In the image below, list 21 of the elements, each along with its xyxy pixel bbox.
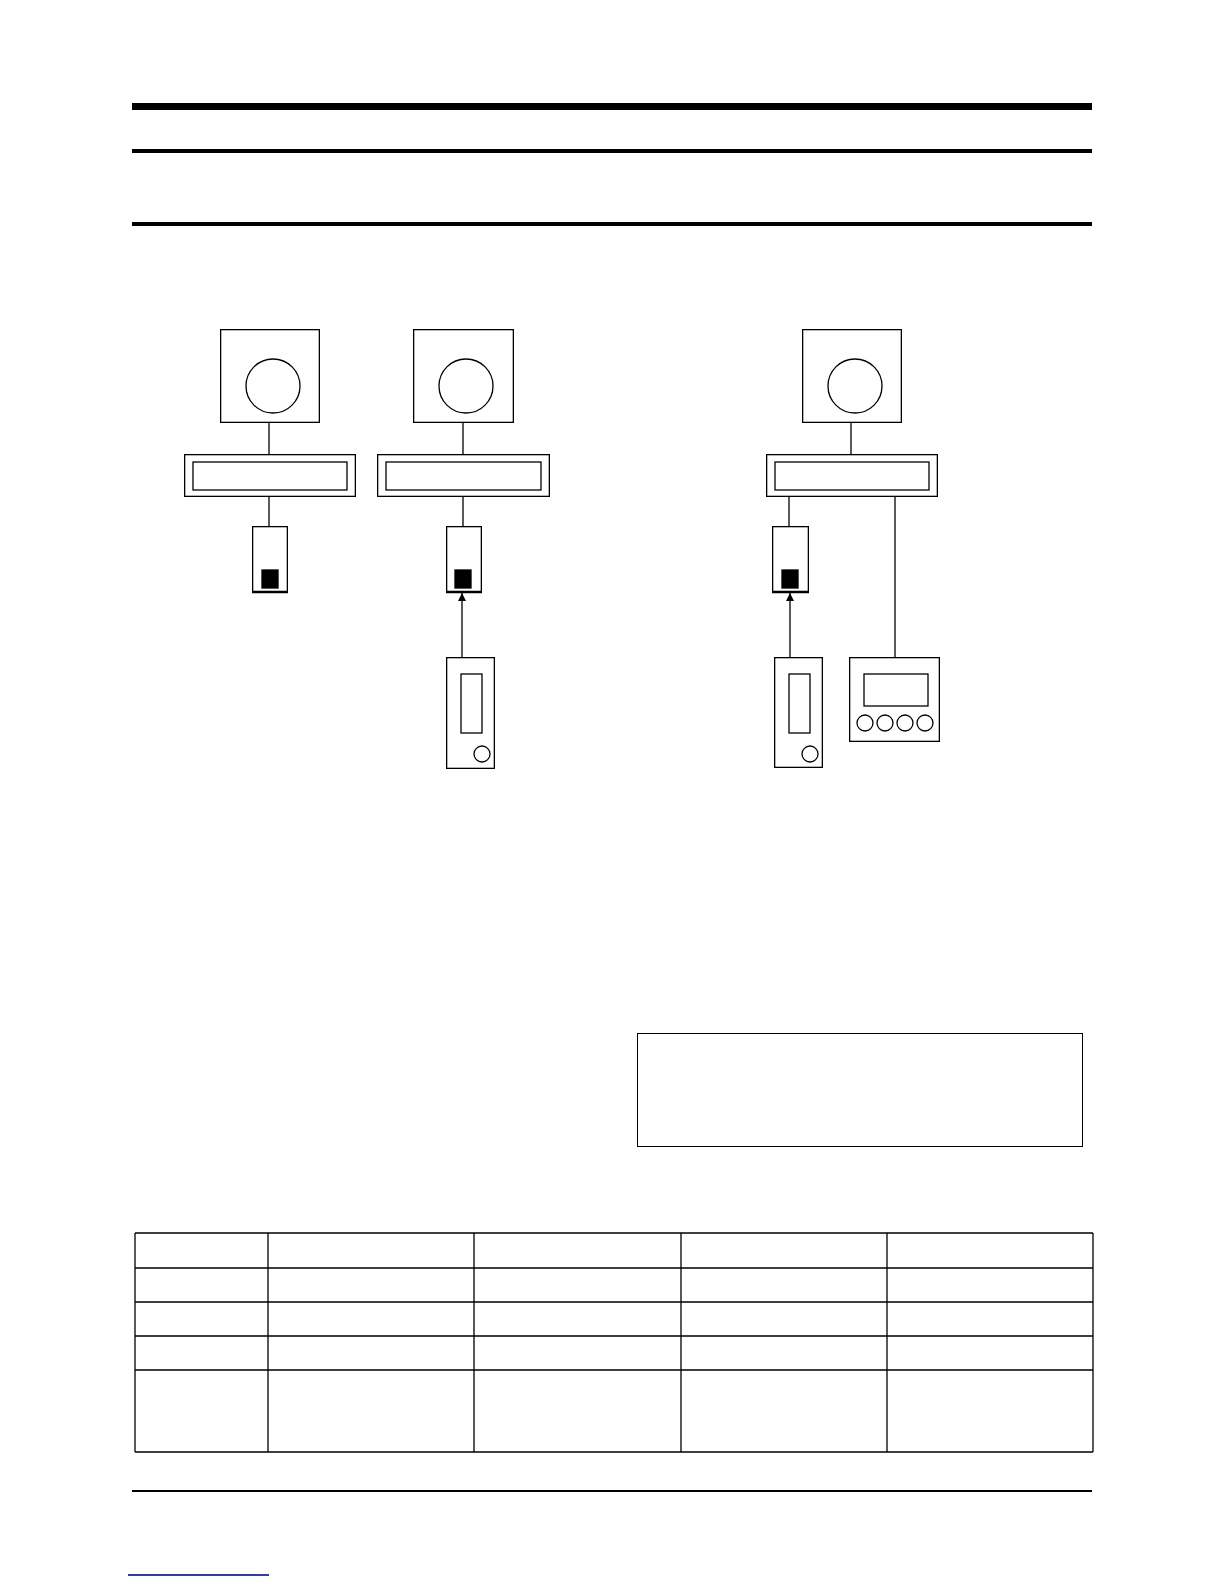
connector-line [850, 422, 852, 455]
connector-line [462, 422, 464, 455]
unit-drawing [413, 329, 514, 423]
remote-control-drawing [446, 657, 495, 769]
control-board-drawing [377, 454, 550, 497]
unit-drawing [802, 329, 902, 423]
remote-control-drawing [774, 657, 823, 768]
connector-line [788, 496, 790, 527]
receiver-drawing [446, 526, 482, 593]
control-board-drawing [766, 454, 938, 497]
receiver-drawing [772, 526, 809, 593]
wired-controller-drawing [849, 657, 940, 742]
arrow [458, 592, 466, 658]
connector-line [894, 496, 896, 658]
receiver-drawing [252, 526, 288, 593]
connector-line [268, 422, 270, 455]
connector-line [462, 496, 464, 527]
arrow [786, 592, 794, 658]
unit-drawing [220, 329, 320, 423]
connector-line [268, 496, 270, 527]
control-board-drawing [184, 454, 356, 497]
